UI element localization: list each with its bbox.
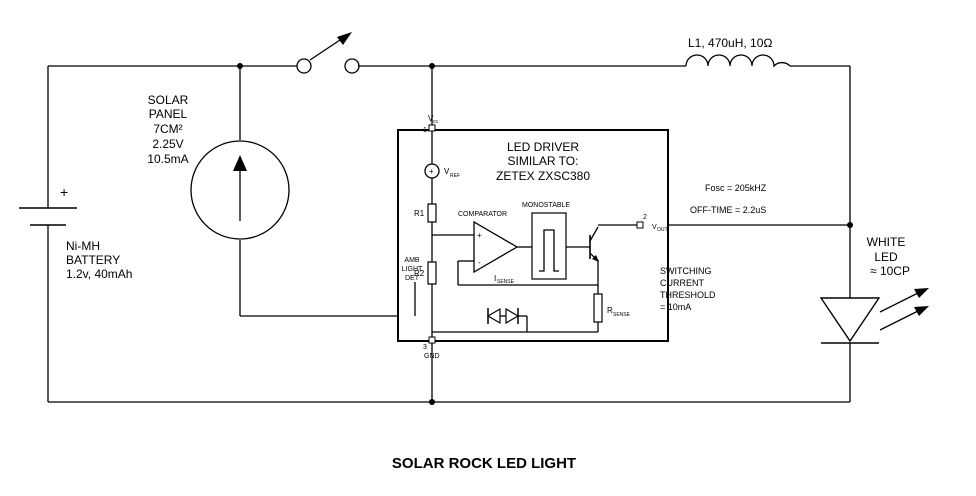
vout-pin-number: 2 [643,214,647,221]
battery-symbol [19,195,77,226]
power-switch [296,32,360,74]
solar-panel-label: SOLAR PANEL 7CM² 2.25V 10.5mA [147,93,188,166]
battery-line: BATTERY [66,253,120,267]
vref-plus-sign: + [429,167,434,176]
solar-panel-line: 10.5mA [147,152,188,166]
vout-label: V [652,224,657,231]
comparator-label: COMPARATOR [458,211,507,218]
battery-plus: + [60,184,68,200]
isense-label: I [494,274,496,283]
white-led-symbol [819,288,929,344]
battery-line: 1.2v, 40mAh [66,267,132,281]
junction-dot [429,399,435,405]
monostable-block [531,212,567,280]
ic-title-line: ZETEX ZXSC380 [496,169,590,183]
switching-note-line: THRESHOLD [660,290,716,300]
white-led-line: ≈ 10CP [870,264,910,278]
ambient-diode-symbol [486,307,527,325]
isense-subscript: SENSE [497,279,515,285]
comparator-plus: + [477,231,482,240]
inductor-label: L1, 470uH, 10Ω [688,36,773,50]
r1-resistor [427,203,437,223]
solar-panel-symbol [190,140,290,240]
ic-title-line: SIMILAR TO: [508,154,579,168]
r2-resistor [427,261,437,285]
fosc-note: Fosc = 205kHZ [705,183,767,193]
vout-subscript: OUT [657,227,668,233]
amb-light-det-line: DET [405,275,420,282]
amb-light-det-line: AMB [404,257,420,264]
gnd-pin-number: 3 [423,344,427,351]
junction-dot [237,63,243,69]
vcc-pin-number: 1 [423,127,427,134]
amb-light-det-line: LIGHT [402,266,423,273]
rsense-subscript: SENSE [613,312,631,318]
comparator-symbol [473,220,519,274]
solar-panel-line: 2.25V [152,137,183,151]
vref-label: V [444,167,450,176]
ic-title-line: LED DRIVER [507,140,579,154]
wires [47,65,851,403]
battery-label: Ni-MH BATTERY 1.2v, 40mAh [66,239,132,281]
solar-panel-line: SOLAR [148,93,189,107]
junction-dot [429,63,435,69]
switching-note-line: CURRENT [660,278,705,288]
switching-threshold-note: SWITCHING CURRENT THRESHOLD = 10mA [660,266,716,312]
battery-line: Ni-MH [66,239,100,253]
inductor-l1 [685,54,791,68]
white-led-line: WHITE [867,235,906,249]
vcc-subscript: cc [433,119,439,125]
r1-label: R1 [414,209,425,218]
rsense-label: R [607,306,613,315]
junction-dot [847,222,853,228]
vref-subscript: REF [450,173,460,179]
comparator-minus: - [478,258,481,267]
switching-note-line: SWITCHING [660,266,712,276]
white-led-label: WHITE LED ≈ 10CP [867,235,910,278]
off-time-note: OFF-TIME = 2.2uS [690,205,766,215]
rsense-resistor [593,293,603,323]
switching-note-line: = 10mA [660,302,691,312]
solar-panel-line: 7CM² [153,122,182,136]
white-led-line: LED [874,250,898,264]
solar-panel-line: PANEL [149,107,188,121]
vcc-label: V [428,114,434,123]
diagram-title: SOLAR ROCK LED LIGHT [392,455,576,472]
r2-label: R2 [414,269,425,278]
gnd-label: GND [424,353,440,360]
led-driver-ic: LED DRIVER SIMILAR TO: ZETEX ZXSC380 1 V… [397,114,669,360]
monostable-label: MONOSTABLE [522,202,570,209]
